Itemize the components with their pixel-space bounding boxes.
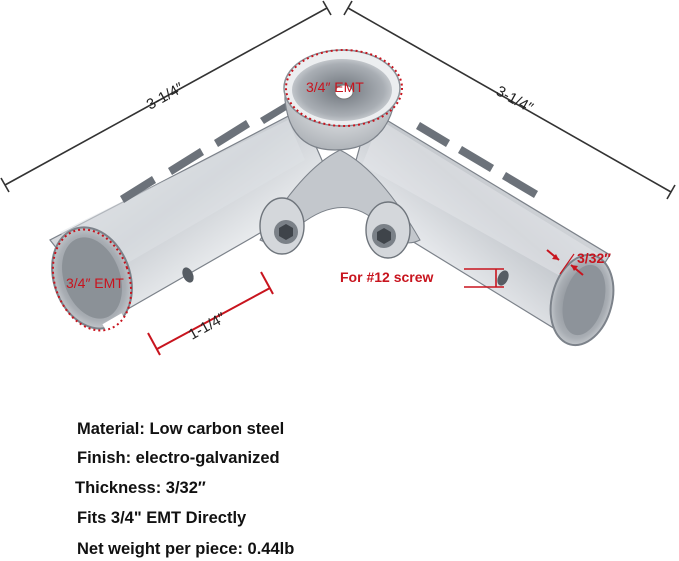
spec-label: Material: — [77, 420, 145, 438]
screw-hole-marker — [464, 268, 504, 288]
top-socket-label: 3/4″ EMT — [306, 79, 364, 95]
right-length-label: 3-1/4″ — [493, 83, 536, 117]
insert-depth-dimension — [147, 271, 274, 356]
left-socket-label: 3/4″ EMT — [66, 275, 124, 291]
spec-value: Low carbon steel — [149, 420, 285, 438]
left-length-dimension — [0, 0, 332, 193]
insert-depth-label: 1-1/4″ — [186, 309, 229, 343]
spec-weight: Net weight per piece: 0.44lb — [77, 540, 294, 559]
spec-label: Net weight per piece: — [77, 540, 243, 558]
spec-label: Finish: — [77, 449, 132, 467]
left-arm — [49, 100, 336, 335]
right-screw-boss — [365, 201, 411, 259]
spec-label: Fits 3/4" EMT Directly — [77, 509, 247, 527]
wall-thickness-label: 3/32″ — [577, 250, 611, 266]
screw-hole-label: For #12 screw — [340, 269, 433, 285]
spec-material: Material: Low carbon steel — [77, 420, 284, 439]
right-length-dimension — [343, 0, 676, 200]
left-length-label: 3-1/4″ — [144, 79, 187, 113]
fitting-diagram: 3-1/4″ 3-1/4″ — [0, 0, 676, 356]
top-socket-marker — [285, 49, 403, 127]
left-screw-boss — [259, 197, 305, 255]
wall-thickness-marker — [546, 249, 584, 276]
spec-fits: Fits 3/4" EMT Directly — [77, 509, 246, 528]
spec-value: 3/32″ — [165, 479, 206, 497]
left-socket-marker — [51, 228, 133, 332]
spec-label: Thickness: — [75, 479, 162, 497]
right-arm — [344, 109, 615, 347]
spec-finish: Finish: electro-galvanized — [77, 449, 280, 468]
spec-value: electro-galvanized — [135, 449, 280, 467]
spec-value: 0.44lb — [247, 540, 295, 558]
spec-thickness: Thickness: 3/32″ — [75, 479, 206, 498]
